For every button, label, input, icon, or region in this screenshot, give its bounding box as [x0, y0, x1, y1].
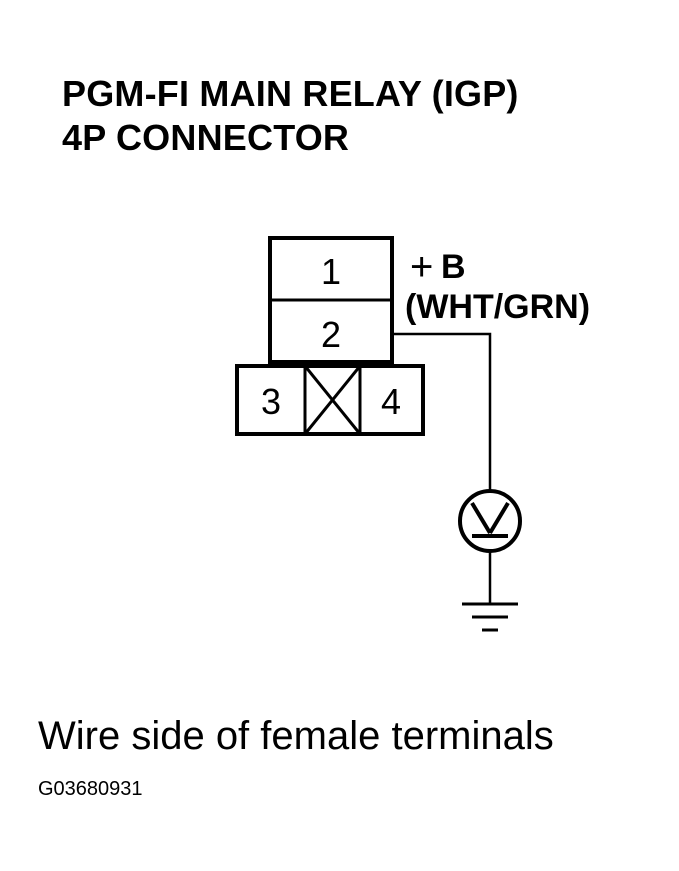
diagram-caption: Wire side of female terminals [38, 714, 554, 758]
terminal-1-label: 1 [321, 251, 341, 292]
connector-lower-body [235, 364, 425, 436]
supply-plus-sign: + [410, 245, 433, 289]
title-line-2: 4P CONNECTOR [62, 117, 350, 158]
diagram-title: PGM-FI MAIN RELAY (IGP) 4P CONNECTOR [62, 72, 519, 160]
terminal-2-label: 2 [321, 314, 341, 355]
voltmeter-icon [458, 489, 522, 553]
title-line-1: PGM-FI MAIN RELAY (IGP) [62, 73, 519, 114]
terminal-4-label: 4 [381, 381, 401, 422]
ground-icon [462, 602, 518, 632]
test-lead-wire [392, 332, 492, 492]
terminal-3-label: 3 [261, 381, 281, 422]
supply-label: + B [410, 245, 466, 289]
wire-color-label: (WHT/GRN) [405, 288, 590, 326]
unused-cavity-cross-icon [303, 365, 362, 435]
figure-code: G03680931 [38, 778, 143, 800]
supply-letter: B [441, 248, 466, 286]
